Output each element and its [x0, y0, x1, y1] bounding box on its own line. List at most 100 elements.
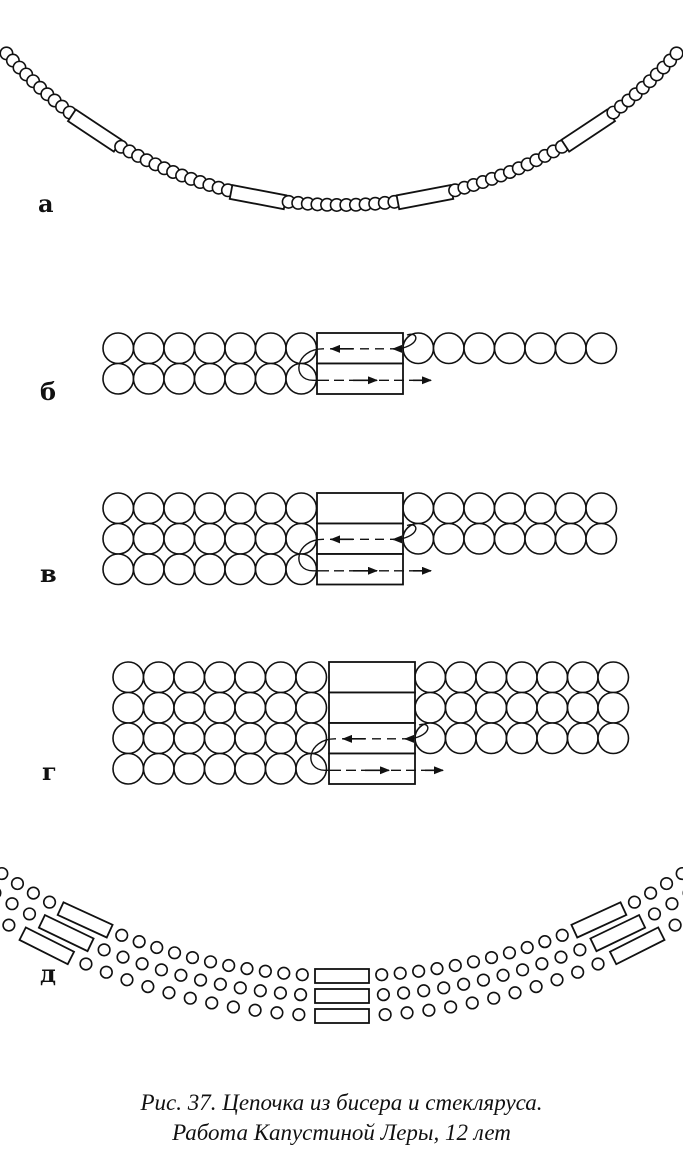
seed-bead	[254, 332, 287, 365]
seed-bead	[224, 492, 257, 525]
small-bead	[668, 918, 682, 932]
seed-bead	[264, 752, 297, 785]
small-bead	[644, 886, 658, 900]
seed-bead	[554, 522, 587, 555]
seed-bead	[193, 522, 226, 555]
seed-bead	[193, 492, 226, 525]
seed-bead	[285, 362, 318, 395]
small-bead	[538, 935, 552, 949]
small-bead	[162, 986, 176, 1000]
small-bead	[535, 957, 549, 971]
thread-loop-right	[398, 333, 417, 350]
seed-bead	[163, 362, 196, 395]
seed-bead	[585, 492, 618, 525]
small-bead	[465, 996, 479, 1010]
seed-bead	[432, 492, 465, 525]
seed-bead	[566, 691, 599, 724]
panel-b-two-row-weave	[102, 332, 618, 395]
seed-bead	[285, 492, 318, 525]
bugle-bead	[66, 108, 123, 153]
seed-bead	[475, 691, 508, 724]
bugle-group	[56, 901, 114, 939]
seed-bead	[414, 691, 447, 724]
bugle-bead	[328, 661, 416, 694]
small-bead	[79, 957, 93, 971]
seed-bead	[475, 722, 508, 755]
small-bead	[0, 888, 2, 898]
seed-bead	[224, 362, 257, 395]
seed-bead	[224, 332, 257, 365]
seed-bead	[142, 722, 175, 755]
seed-bead	[414, 722, 447, 755]
seed-bead	[173, 661, 206, 694]
small-bead	[154, 963, 169, 977]
bugle-bead	[560, 108, 617, 153]
seed-bead	[475, 661, 508, 694]
bugle-bead	[395, 184, 455, 211]
seed-bead	[264, 722, 297, 755]
panel-label-a: а	[38, 189, 54, 218]
seed-bead	[566, 722, 599, 755]
seed-bead	[295, 661, 328, 694]
seed-bead	[463, 492, 496, 525]
small-bead	[240, 962, 254, 976]
seed-bead	[254, 553, 287, 586]
bugle-group	[589, 913, 647, 953]
small-bead	[487, 991, 501, 1005]
small-bead	[448, 958, 462, 973]
bugle-bead	[316, 362, 404, 395]
small-bead	[375, 968, 389, 982]
thread-loop-left	[298, 538, 324, 572]
seed-bead	[444, 661, 477, 694]
panel-g-four-row-weave	[112, 661, 630, 785]
panel-label-v: в	[40, 559, 57, 588]
small-bead	[554, 950, 568, 964]
small-bead	[273, 986, 288, 1000]
small-bead	[26, 886, 40, 900]
small-bead	[0, 866, 9, 881]
small-bead	[213, 977, 227, 991]
bugle-group	[570, 901, 628, 939]
seed-bead	[536, 691, 569, 724]
small-bead	[22, 907, 37, 921]
bugle-bead	[328, 691, 416, 724]
small-bead	[665, 897, 679, 911]
bugle-group	[228, 184, 288, 211]
seed-bead	[112, 691, 145, 724]
small-bead	[205, 996, 219, 1010]
small-bead	[571, 965, 585, 979]
thread-loop-right	[398, 524, 417, 541]
seed-bead	[224, 553, 257, 586]
seed-bead	[505, 661, 538, 694]
seed-bead	[402, 332, 435, 365]
small-bead	[417, 984, 431, 998]
small-bead	[222, 958, 236, 973]
small-bead	[293, 988, 308, 1002]
small-bead	[295, 968, 309, 982]
small-bead	[174, 968, 188, 982]
bugle-group	[18, 926, 76, 966]
bugle-group	[608, 926, 666, 966]
seed-bead	[524, 522, 557, 555]
small-bead	[675, 866, 683, 881]
seed-bead	[163, 553, 196, 586]
seed-bead	[102, 522, 135, 555]
thread-loop-left	[310, 738, 336, 771]
seed-bead	[264, 661, 297, 694]
small-bead	[150, 940, 164, 955]
small-bead	[396, 986, 411, 1000]
seed-bead	[493, 522, 526, 555]
seed-bead	[493, 492, 526, 525]
seed-bead	[112, 661, 145, 694]
seed-bead	[505, 722, 538, 755]
small-bead	[659, 876, 674, 891]
seed-bead	[585, 332, 618, 365]
seed-bead	[112, 722, 145, 755]
small-bead	[167, 946, 182, 960]
seed-bead	[112, 752, 145, 785]
small-bead	[233, 981, 247, 995]
small-bead	[529, 980, 543, 994]
seed-bead	[493, 332, 526, 365]
small-bead	[457, 977, 471, 991]
small-bead	[550, 973, 564, 987]
